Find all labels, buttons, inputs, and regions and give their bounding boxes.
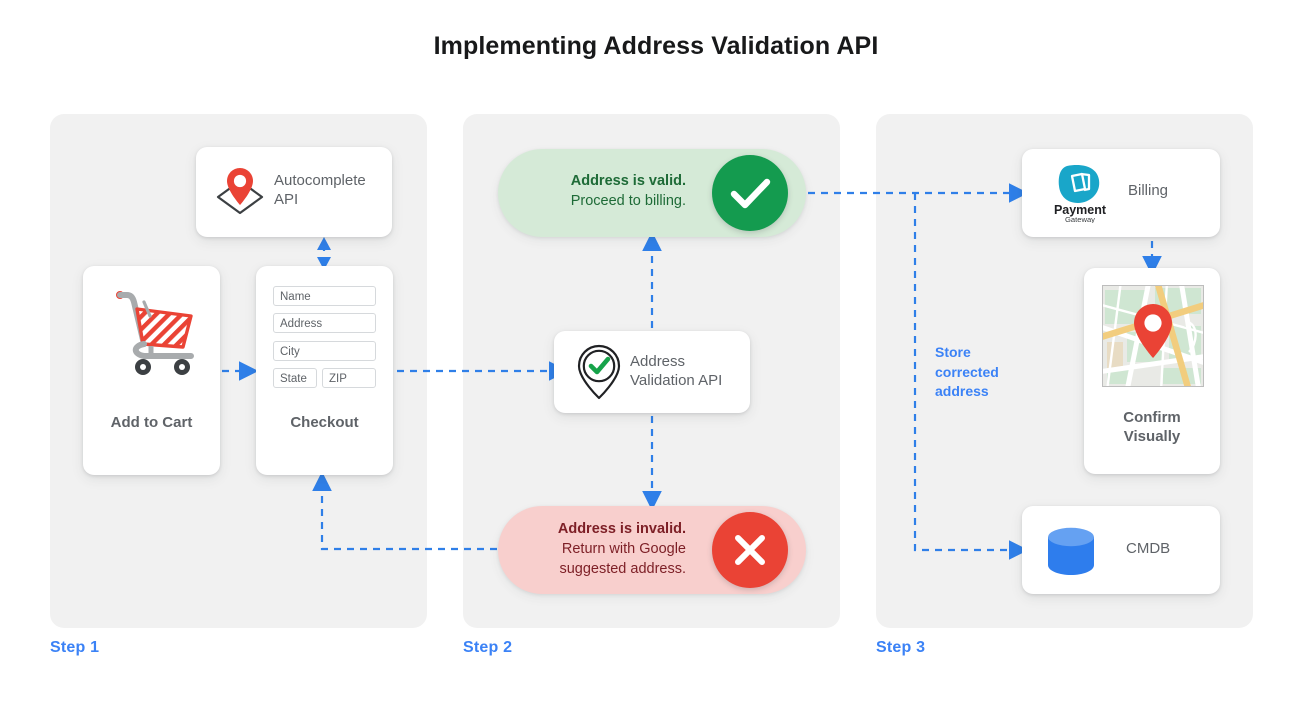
checkout-card[interactable]: Name Address City State ZIP Checkout [256, 266, 393, 475]
address-invalid-headline: Address is invalid. [557, 521, 686, 537]
pin-check-icon [572, 344, 626, 400]
address-invalid-detail-line2: suggested address. [559, 561, 686, 577]
database-cylinder-icon [1042, 526, 1106, 576]
address-valid-pill[interactable]: Address is valid. Proceed to billing. [498, 149, 806, 237]
address-invalid-text: Address is invalid. Return with Google s… [518, 519, 686, 579]
payment-gateway-logo: Payment Gateway [1042, 163, 1118, 224]
page-title: Implementing Address Validation API [433, 32, 879, 60]
address-validation-api-label: Address Validation API [630, 352, 745, 390]
confirm-visually-card[interactable]: Confirm Visually [1084, 268, 1220, 474]
address-valid-text: Address is valid. Proceed to billing. [518, 171, 686, 211]
autocomplete-label-line1: Autocomplete [274, 172, 366, 189]
name-field[interactable]: Name [273, 286, 376, 306]
address-valid-detail: Proceed to billing. [570, 193, 686, 209]
address-invalid-pill[interactable]: Address is invalid. Return with Google s… [498, 506, 806, 594]
store-note-line3: address [935, 383, 989, 399]
add-to-cart-card[interactable]: Add to Cart [83, 266, 220, 475]
payment-gateway-sub: Gateway [1065, 215, 1095, 223]
add-to-cart-label: Add to Cart [110, 414, 193, 431]
billing-card[interactable]: Payment Gateway Billing [1022, 149, 1220, 237]
store-note-line1: Store [935, 344, 971, 360]
city-field[interactable]: City [273, 341, 376, 361]
autocomplete-api-card[interactable]: Autocomplete API [196, 147, 392, 237]
store-corrected-address-note: Store corrected address [935, 343, 1035, 402]
zip-field[interactable]: ZIP [322, 368, 376, 388]
address-valid-headline: Address is valid. [570, 173, 686, 189]
validation-api-line2: Validation API [630, 372, 723, 389]
payment-gateway-name: Payment [1054, 203, 1107, 217]
step-2-label: Step 2 [463, 639, 513, 656]
state-field[interactable]: State [273, 368, 317, 388]
address-validation-api-card[interactable]: Address Validation API [554, 331, 750, 413]
autocomplete-api-label: Autocomplete API [274, 171, 384, 209]
cross-icon [712, 512, 788, 588]
confirm-visually-label: Confirm Visually [1084, 408, 1220, 446]
confirm-line1: Confirm [1123, 409, 1181, 426]
store-note-line2: corrected [935, 363, 999, 380]
map-thumbnail-icon [1102, 285, 1204, 387]
checkout-label: Checkout [290, 414, 359, 431]
address-field[interactable]: Address [273, 313, 376, 333]
address-invalid-detail-line1: Return with Google [561, 541, 686, 557]
shopping-cart-icon [103, 288, 201, 380]
cmdb-card[interactable]: CMDB [1022, 506, 1220, 594]
step-3-label: Step 3 [876, 639, 926, 656]
autocomplete-label-line2: API [274, 191, 299, 208]
confirm-line2: Visually [1123, 428, 1181, 445]
check-icon [712, 155, 788, 231]
map-pin-envelope-icon [212, 165, 268, 219]
cmdb-label: CMDB [1126, 540, 1171, 557]
billing-label: Billing [1128, 182, 1169, 199]
validation-api-line1: Address [630, 353, 686, 370]
step-1-label: Step 1 [50, 639, 100, 656]
